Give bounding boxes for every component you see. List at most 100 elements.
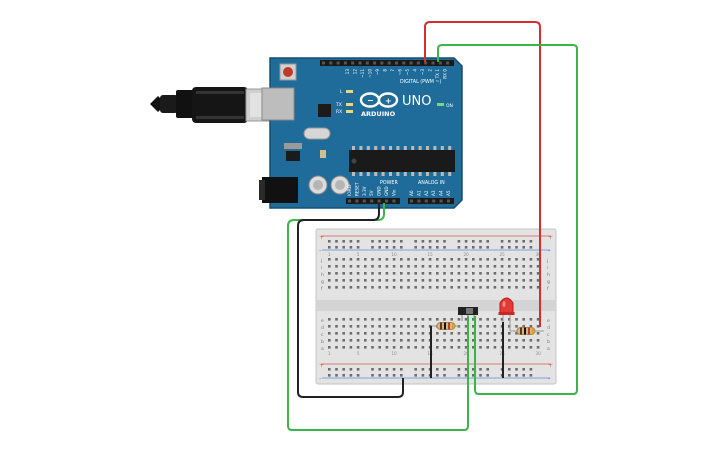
breadboard-hole (486, 246, 489, 249)
breadboard-hole (378, 318, 381, 321)
breadboard-hole (421, 339, 425, 342)
breadboard-hole (493, 258, 497, 261)
breadboard-hole (464, 265, 468, 268)
breadboard-hole (364, 332, 367, 335)
breadboard-hole (428, 272, 432, 275)
pin-label: ~5 (405, 69, 410, 76)
breadboard-hole (400, 368, 403, 371)
breadboard-hole (515, 374, 518, 377)
breadboard-hole (443, 339, 446, 342)
breadboard-hole (407, 272, 410, 275)
breadboard-hole (436, 240, 439, 243)
breadboard-hole (335, 258, 338, 261)
breadboard-hole (515, 272, 518, 275)
rail-plus-bottom-right: + (548, 362, 553, 369)
breadboard-hole (342, 240, 345, 243)
column-number: 10 (392, 351, 398, 356)
breadboard-hole (479, 240, 482, 243)
wire-black-gnd[interactable] (297, 203, 404, 398)
led-icon[interactable] (498, 297, 515, 331)
breadboard-hole (328, 279, 331, 282)
breadboard-hole (421, 318, 425, 321)
breadboard-hole (436, 318, 439, 321)
breadboard-hole (378, 279, 381, 282)
wire-green-pin[interactable] (437, 44, 578, 395)
breadboard-hole (500, 272, 504, 275)
breadboard-hole (472, 368, 475, 371)
header-hole (373, 61, 377, 65)
header-hole (336, 61, 340, 65)
pin-label: GND (384, 186, 389, 196)
pin-label: 7 (390, 69, 395, 72)
breadboard-hole (335, 332, 338, 335)
breadboard-hole (457, 374, 461, 377)
header-hole (348, 199, 351, 203)
chip-pin (426, 172, 429, 176)
header-hole (439, 199, 443, 203)
reset-button-icon[interactable] (279, 63, 297, 81)
breadboard-hole (493, 318, 497, 321)
breadboard-hole (479, 368, 482, 371)
breadboard-hole (443, 240, 446, 243)
row-letter: b (321, 339, 324, 345)
breadboard-hole (407, 265, 410, 268)
breadboard-hole (385, 318, 389, 321)
breadboard-hole (522, 286, 525, 289)
breadboard-hole (378, 272, 381, 275)
header-hole (380, 61, 384, 65)
breadboard-hole (335, 368, 338, 371)
pin-label: ~10 (368, 69, 373, 78)
breadboard-hole (328, 325, 331, 328)
breadboard-hole (407, 258, 410, 261)
breadboard-hole (421, 246, 425, 249)
breadboard-hole (436, 279, 439, 282)
column-number: 30 (536, 351, 542, 356)
breadboard-hole (385, 346, 389, 349)
breadboard-hole (457, 286, 461, 289)
breadboard-hole (450, 318, 453, 321)
breadboard-hole (342, 374, 345, 377)
column-number: 15 (428, 252, 434, 257)
breadboard-hole (342, 368, 345, 371)
breadboard-hole (356, 368, 360, 371)
breadboard-hole (349, 240, 353, 243)
pin-label: 13 (345, 69, 350, 75)
breadboard-hole (522, 339, 525, 342)
breadboard-hole (500, 279, 504, 282)
breadboard-hole (378, 325, 381, 328)
breadboard-hole (486, 339, 489, 342)
pin-label: 3.3V (362, 186, 367, 196)
breadboard-hole (450, 339, 453, 342)
header-hole (392, 199, 396, 203)
breadboard-hole (356, 286, 360, 289)
breadboard-hole (457, 258, 461, 261)
pin-label: RESET (354, 182, 359, 196)
wire-red[interactable] (424, 21, 541, 327)
breadboard-hole (378, 240, 381, 243)
breadboard-hole (364, 265, 367, 268)
breadboard-hole (392, 374, 396, 377)
breadboard-hole (378, 265, 381, 268)
breadboard-hole (421, 374, 425, 377)
breadboard-hole (508, 272, 511, 275)
breadboard-hole (515, 368, 518, 371)
wire-green-5v[interactable] (287, 203, 469, 431)
header-hole (424, 199, 428, 203)
resistor-icon[interactable] (431, 322, 460, 330)
breadboard-hole (421, 286, 425, 289)
breadboard-hole (335, 339, 338, 342)
breadboard-hole (349, 339, 353, 342)
breadboard-hole (436, 374, 439, 377)
breadboard-hole (472, 258, 475, 261)
breadboard-hole (342, 279, 345, 282)
header-hole (410, 199, 413, 203)
chip-pin (440, 146, 444, 150)
chip-pin (396, 172, 400, 176)
breadboard-hole (500, 258, 504, 261)
breadboard-hole (508, 332, 511, 335)
breadboard-hole (364, 286, 367, 289)
breadboard-hole (472, 339, 475, 342)
resistor-icon[interactable] (510, 327, 544, 335)
